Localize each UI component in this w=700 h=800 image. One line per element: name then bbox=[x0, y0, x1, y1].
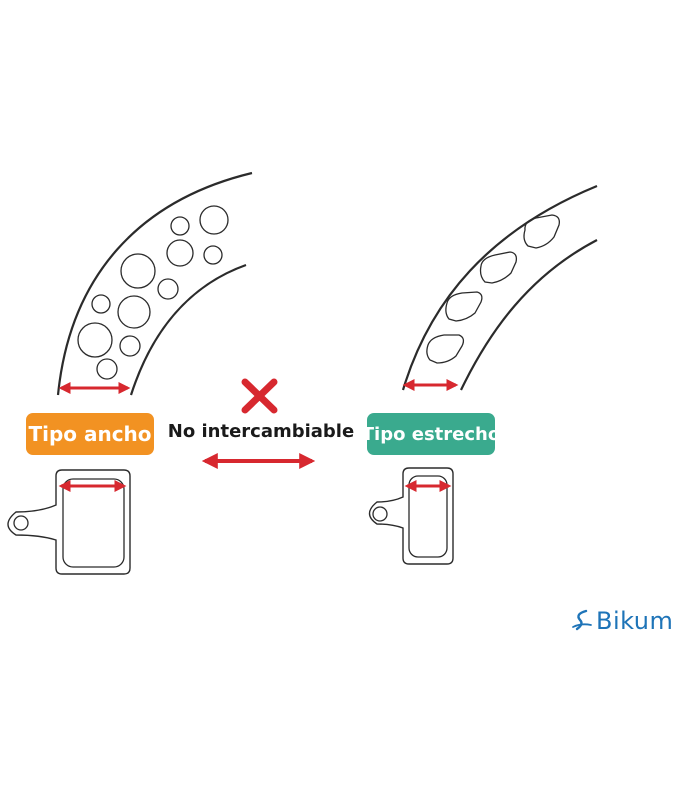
narrow-pad-friction bbox=[408, 475, 448, 558]
wide-type-label: Tipo ancho bbox=[26, 413, 154, 455]
wide-pad-friction bbox=[62, 478, 125, 568]
narrow-rotor-arc bbox=[401, 184, 598, 391]
wide-rotor-holes bbox=[77, 205, 229, 380]
wide-type-label-text: Tipo ancho bbox=[28, 422, 152, 446]
bikum-swoosh-icon bbox=[572, 609, 592, 631]
brand-logo: Bikum bbox=[571, 607, 673, 635]
narrow-type-label: Tipo estrecho bbox=[362, 413, 500, 455]
brand-name: Bikum bbox=[596, 607, 674, 635]
narrow-type-label-text: Tipo estrecho bbox=[361, 423, 501, 445]
narrow-pad-mount-hole bbox=[372, 506, 388, 522]
x-mark-icon bbox=[241, 378, 278, 414]
wide-rotor-arc bbox=[56, 171, 253, 396]
not-interchangeable-label: No intercambiable bbox=[167, 421, 355, 442]
narrow-rotor-slots bbox=[426, 214, 560, 364]
wide-pad-mount-hole bbox=[13, 515, 29, 531]
narrow-pad-backplate bbox=[368, 467, 454, 565]
wide-pad-backplate bbox=[7, 469, 131, 575]
